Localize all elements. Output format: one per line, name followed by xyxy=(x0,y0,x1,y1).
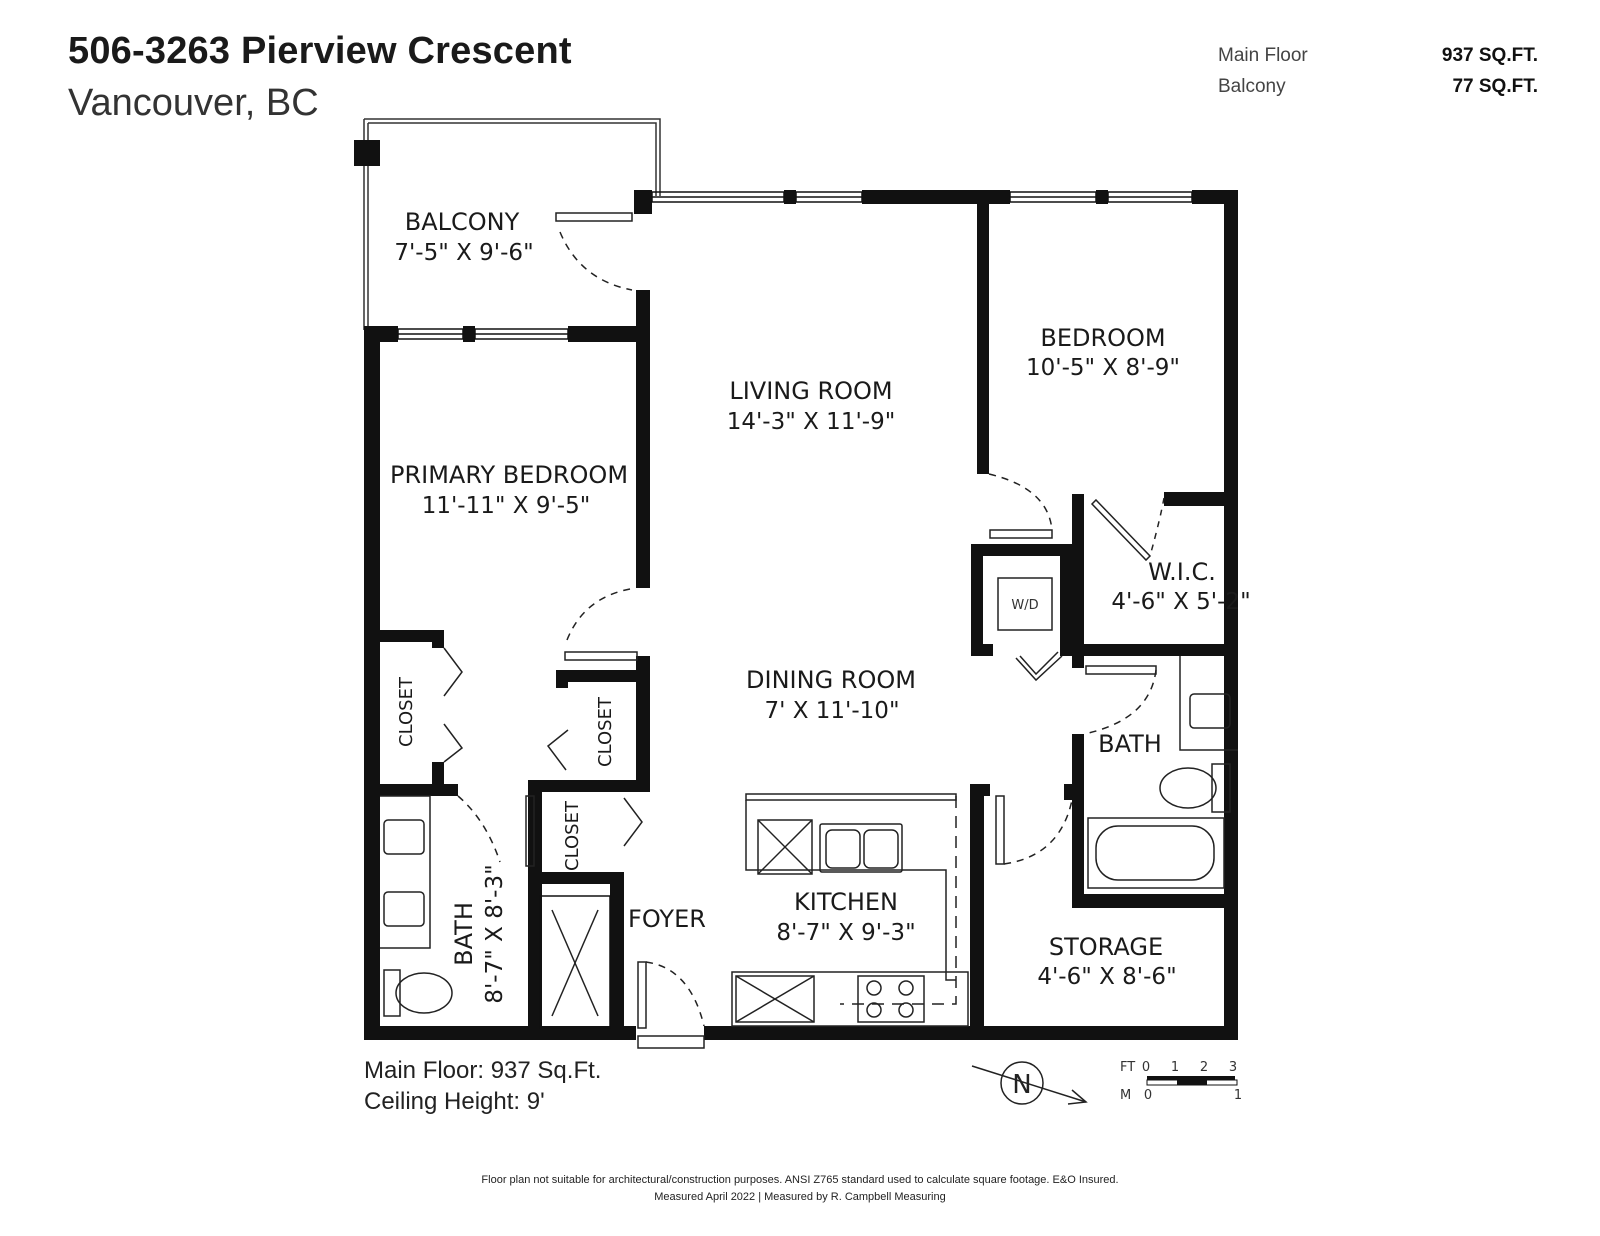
walls xyxy=(364,190,1238,1040)
scale-m-label: M xyxy=(1120,1088,1131,1103)
measured-by-text: Measured April 2022 | Measured by R. Cam… xyxy=(654,1191,946,1203)
room-closet-left-name: CLOSET xyxy=(396,676,417,747)
doors xyxy=(443,212,1165,1049)
room-kitchen-name: KITCHEN xyxy=(794,888,898,916)
room-balcony-dims: 7'-5" X 9'-6" xyxy=(394,240,533,266)
scale-ft-tick: 2 xyxy=(1200,1060,1208,1075)
room-kitchen-dims: 8'-7" X 9'-3" xyxy=(776,920,915,946)
scale-ft-label: FT xyxy=(1120,1060,1135,1075)
room-balcony-name: BALCONY xyxy=(405,208,520,236)
room-labels: BALCONY 7'-5" X 9'-6" LIVING ROOM 14'-3"… xyxy=(390,208,1251,1004)
room-bedroom-name: BEDROOM xyxy=(1040,324,1165,352)
scale-m-tick: 0 xyxy=(1144,1088,1152,1103)
room-primary-name: PRIMARY BEDROOM xyxy=(390,461,628,489)
room-closet-mid-name: CLOSET xyxy=(595,696,616,767)
area-row-balcony: Balcony 77 SQ.FT. xyxy=(1218,71,1538,102)
area-value: 77 SQ.FT. xyxy=(1452,75,1538,97)
disclaimer-text: Floor plan not suitable for architectura… xyxy=(481,1174,1119,1186)
plan-info: Main Floor: 937 Sq.Ft. Ceiling Height: 9… xyxy=(364,1055,601,1117)
room-foyer-name: FOYER xyxy=(628,905,706,933)
room-dining-name: DINING ROOM xyxy=(746,666,916,694)
area-label: Balcony xyxy=(1218,75,1286,97)
windows xyxy=(397,191,1193,340)
north-compass: N xyxy=(971,1061,1088,1105)
scale-m-tick: 1 xyxy=(1234,1088,1242,1103)
area-label: Main Floor xyxy=(1218,44,1308,66)
room-dining-dims: 7' X 11'-10" xyxy=(764,698,899,724)
room-living-name: LIVING ROOM xyxy=(729,377,892,405)
compass-label: N xyxy=(1012,1070,1031,1100)
main-floor-area: Main Floor: 937 Sq.Ft. xyxy=(364,1057,602,1084)
room-wic-dims: 4'-6" X 5'-2" xyxy=(1111,589,1250,615)
room-primary-dims: 11'-11" X 9'-5" xyxy=(422,493,591,519)
room-bath1-dims: 8'-7" X 8'-3" xyxy=(482,864,508,1003)
scale-ft-tick: 3 xyxy=(1229,1060,1237,1075)
room-bath1-name: BATH xyxy=(450,902,478,966)
property-address: 506-3263 Pierview Crescent xyxy=(68,30,572,72)
room-bedroom-dims: 10'-5" X 8'-9" xyxy=(1026,355,1180,381)
balcony-post xyxy=(354,140,380,166)
room-wic-name: W.I.C. xyxy=(1148,558,1216,586)
ceiling-height: Ceiling Height: 9' xyxy=(364,1088,545,1115)
room-closet-foyer-name: CLOSET xyxy=(562,800,583,871)
area-value: 937 SQ.FT. xyxy=(1441,44,1538,66)
scale-bar: FT 0 1 2 3 M 0 1 xyxy=(1120,1060,1242,1103)
scale-ft-tick: 1 xyxy=(1171,1060,1179,1075)
property-city: Vancouver, BC xyxy=(68,82,319,124)
area-summary: Main Floor 937 SQ.FT. Balcony 77 SQ.FT. xyxy=(1218,40,1538,102)
room-storage-name: STORAGE xyxy=(1049,933,1163,961)
fixtures xyxy=(380,577,1238,1027)
room-bath2-name: BATH xyxy=(1098,730,1162,758)
scale-ft-tick: 0 xyxy=(1142,1060,1150,1075)
room-wd-name: W/D xyxy=(1011,598,1038,613)
area-row-main-floor: Main Floor 937 SQ.FT. xyxy=(1218,40,1538,71)
room-living-dims: 14'-3" X 11'-9" xyxy=(727,409,896,435)
room-storage-dims: 4'-6" X 8'-6" xyxy=(1037,964,1176,990)
